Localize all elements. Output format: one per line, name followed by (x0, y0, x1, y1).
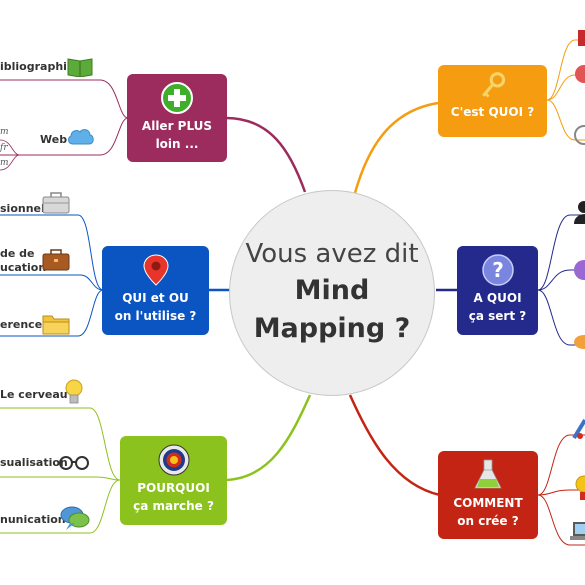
leaf-education-line1[interactable]: de de (0, 247, 35, 260)
school-bag-icon (42, 249, 70, 271)
map-pin-icon (142, 254, 169, 286)
branch-qui-et-ou[interactable]: QUI et OU on l'utilise ? (102, 246, 209, 335)
edge-icon-red (578, 30, 585, 46)
edge-icon-tools (572, 418, 585, 440)
leaf-communication[interactable]: nunication (0, 513, 66, 526)
leaf-cerveau[interactable]: Le cerveau (0, 388, 68, 401)
leaf-professionnel[interactable]: sionnel (0, 202, 45, 215)
connector-references (0, 289, 104, 337)
connector-web-sub1 (0, 139, 21, 156)
leaf-web[interactable]: Web (40, 133, 68, 146)
leaf-references[interactable]: erences (0, 318, 49, 331)
folder-icon (42, 315, 70, 335)
lightbulb-icon (65, 379, 83, 404)
book-icon (67, 58, 93, 77)
leaf-bibliographie[interactable]: ibliographie (0, 60, 75, 73)
briefcase-icon (42, 192, 70, 214)
branch-cest-quoi[interactable]: C'est QUOI ? (438, 65, 547, 137)
connector-comment (348, 394, 441, 497)
edge-icon-person (574, 201, 585, 224)
central-title-line1: Vous avez dit (245, 239, 419, 269)
connector-biblio (0, 79, 129, 119)
central-title-line3: Mapping ? (253, 313, 411, 344)
connector-education (0, 274, 104, 291)
connector-visualisation (0, 476, 121, 481)
connector-web-sub3 (0, 154, 21, 171)
branch-label: COMMENT on crée ? (453, 496, 523, 528)
branch-aller-plus-loin[interactable]: Aller PLUS loin ... (127, 74, 227, 162)
connector-professionnel (0, 214, 104, 291)
connector-web (0, 117, 129, 156)
leaf-education-line2[interactable]: ucation (0, 261, 47, 274)
flask-icon (474, 459, 502, 489)
central-topic[interactable]: Vous avez dit Mind Mapping ? (229, 190, 435, 396)
svg-text:?: ? (492, 258, 504, 282)
connector-aller-plus (225, 116, 307, 193)
branch-label: QUI et OU on l'utilise ? (114, 291, 197, 323)
edge-icon-medal (575, 475, 585, 500)
leaf-visualisation[interactable]: sualisation (0, 456, 68, 469)
question-icon: ? (481, 254, 514, 286)
plus-circle-icon (161, 82, 193, 114)
speech-bubbles-icon (60, 506, 90, 530)
edge-icon-heart (575, 65, 585, 83)
connector-communication (0, 479, 121, 534)
web-sub-item[interactable]: m (0, 158, 9, 168)
branch-label: Aller PLUS loin ... (141, 119, 213, 151)
connector-cest-quoi (353, 101, 439, 194)
connector-pourquoi (225, 394, 312, 482)
web-sub-item[interactable]: m (0, 127, 9, 137)
branch-pourquoi[interactable]: POURQUOI ça marche ? (120, 436, 227, 525)
target-icon (158, 444, 189, 476)
glasses-icon (59, 456, 89, 470)
branch-comment[interactable]: COMMENT on crée ? (438, 451, 538, 539)
branch-a-quoi[interactable]: ? A QUOI ça sert ? (457, 246, 538, 335)
key-icon (481, 72, 505, 98)
edge-icon-handshake (574, 335, 585, 349)
cloud-icon (68, 129, 94, 145)
edge-icon-purple (574, 260, 585, 280)
edge-icon-laptop (570, 522, 585, 540)
connector-cerveau (0, 407, 121, 481)
branch-label: C'est QUOI ? (450, 105, 535, 119)
edge-icon-grey (574, 125, 585, 145)
central-title-line2: Mind (294, 275, 370, 306)
branch-label: A QUOI ça sert ? (468, 291, 527, 323)
web-sub-item[interactable]: fr (0, 143, 8, 153)
branch-label: POURQUOI ça marche ? (133, 481, 214, 513)
